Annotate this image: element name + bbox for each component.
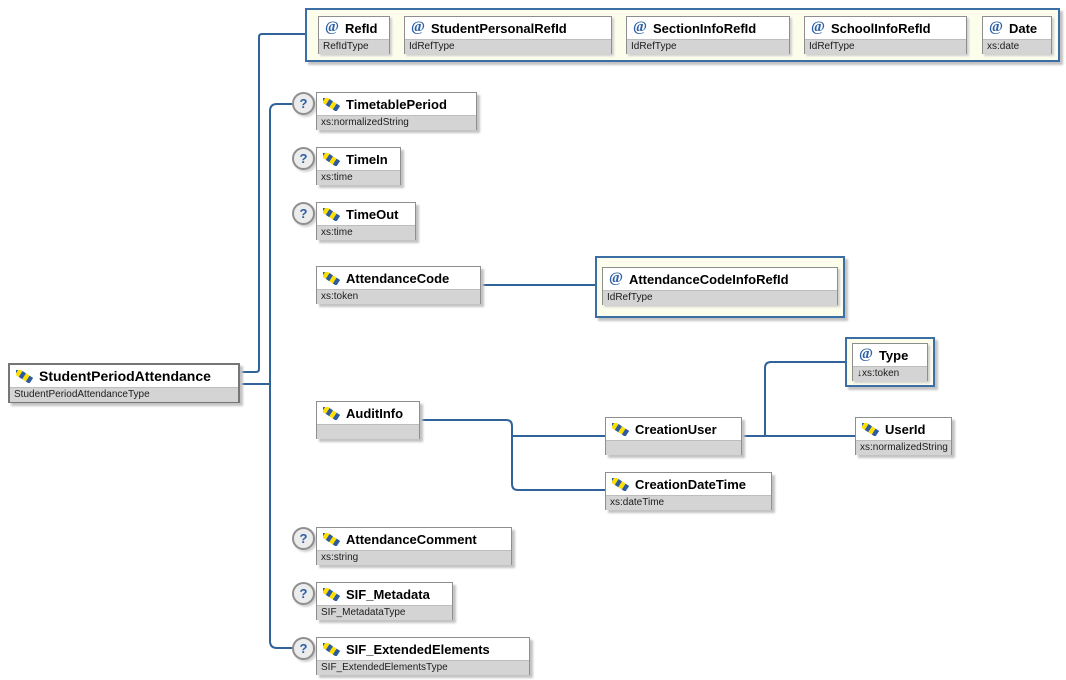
connector-auditinfo-tree <box>420 419 605 491</box>
element-icon <box>323 97 340 111</box>
element-type <box>606 440 741 455</box>
creationuser-attribute-container: @ Type ↓xs:token <box>845 337 935 387</box>
element-name: AttendanceCode <box>346 270 450 286</box>
element-name: StudentPeriodAttendance <box>39 368 211 384</box>
element-timetableperiod[interactable]: TimetablePeriod xs:normalizedString <box>316 92 477 130</box>
element-auditinfo[interactable]: AuditInfo <box>316 401 420 439</box>
at-icon: @ <box>411 18 425 35</box>
optional-indicator-timeout: ? <box>292 202 315 225</box>
attribute-date[interactable]: @ Date xs:date <box>982 16 1052 54</box>
element-icon <box>323 587 340 601</box>
optional-indicator-timein: ? <box>292 147 315 170</box>
element-icon <box>862 422 879 436</box>
attribute-name: Date <box>1008 20 1038 36</box>
attribute-name: SchoolInfoRefId <box>830 20 931 36</box>
element-type: SIF_ExtendedElementsType <box>317 660 529 675</box>
element-name: AttendanceComment <box>346 531 477 547</box>
element-userid[interactable]: UserId xs:normalizedString <box>855 417 952 455</box>
element-timeout[interactable]: TimeOut xs:time <box>316 202 416 240</box>
element-name: TimeIn <box>346 151 388 167</box>
element-type: xs:time <box>317 170 400 185</box>
attribute-name: AttendanceCodeInfoRefId <box>628 271 789 287</box>
at-icon: @ <box>989 18 1003 35</box>
element-type: xs:normalizedString <box>856 440 951 455</box>
attribute-type: IdRefType <box>603 290 837 305</box>
attribute-studentpersonalrefid[interactable]: @ StudentPersonalRefId IdRefType <box>404 16 612 54</box>
element-name: CreationUser <box>635 421 717 437</box>
attribute-sectioninforefid[interactable]: @ SectionInfoRefId IdRefType <box>626 16 790 54</box>
element-icon <box>323 642 340 656</box>
attribute-type: RefIdType <box>319 39 389 54</box>
at-icon: @ <box>609 269 623 286</box>
attribute-type: IdRefType <box>405 39 611 54</box>
attribute-type: xs:date <box>983 39 1051 54</box>
at-icon: @ <box>325 18 339 35</box>
element-name: TimeOut <box>346 206 399 222</box>
question-icon: ? <box>299 586 308 601</box>
connector-creationuser-tree <box>742 361 855 437</box>
attribute-type: IdRefType <box>805 39 966 54</box>
at-icon: @ <box>811 18 825 35</box>
element-type: xs:string <box>317 550 511 565</box>
element-icon <box>323 532 340 546</box>
question-icon: ? <box>299 151 308 166</box>
element-icon <box>323 271 340 285</box>
element-attendancecomment[interactable]: AttendanceComment xs:string <box>316 527 512 565</box>
element-attendancecode[interactable]: AttendanceCode xs:token <box>316 266 481 304</box>
at-icon: @ <box>859 345 873 362</box>
element-type: xs:time <box>317 225 415 240</box>
element-type: StudentPeriodAttendanceType <box>10 387 238 402</box>
element-name: TimetablePeriod <box>346 96 447 112</box>
element-name: UserId <box>885 421 926 437</box>
attribute-type[interactable]: @ Type ↓xs:token <box>852 343 928 381</box>
element-type: xs:normalizedString <box>317 115 476 130</box>
element-sifmetadata[interactable]: SIF_Metadata SIF_MetadataType <box>316 582 453 620</box>
attribute-name: StudentPersonalRefId <box>430 20 567 36</box>
element-name: SIF_Metadata <box>346 586 430 602</box>
question-icon: ? <box>299 96 308 111</box>
optional-indicator-timetableperiod: ? <box>292 92 315 115</box>
attribute-name: RefId <box>344 20 378 36</box>
optional-indicator-sifextendedelements: ? <box>292 637 315 660</box>
element-studentperiodattendance[interactable]: StudentPeriodAttendance StudentPeriodAtt… <box>8 363 240 403</box>
question-icon: ? <box>299 531 308 546</box>
question-icon: ? <box>299 641 308 656</box>
element-name: SIF_ExtendedElements <box>346 641 490 657</box>
attribute-name: Type <box>878 347 909 363</box>
attribute-attendancecodeinforefid[interactable]: @ AttendanceCodeInfoRefId IdRefType <box>602 267 838 305</box>
attribute-schoolinforefid[interactable]: @ SchoolInfoRefId IdRefType <box>804 16 967 54</box>
element-sifextendedelements[interactable]: SIF_ExtendedElements SIF_ExtendedElement… <box>316 637 530 675</box>
connector-root-to-children-spine <box>240 103 293 649</box>
attribute-group-container: @ RefId RefIdType @ StudentPersonalRefId I… <box>305 8 1060 62</box>
element-icon <box>16 369 33 383</box>
optional-indicator-attendancecomment: ? <box>292 527 315 550</box>
element-timein[interactable]: TimeIn xs:time <box>316 147 401 185</box>
element-type: xs:dateTime <box>606 495 771 510</box>
connector-root-to-attribute-group <box>240 33 305 373</box>
element-icon <box>323 406 340 420</box>
element-creationuser[interactable]: CreationUser <box>605 417 742 455</box>
attribute-name: SectionInfoRefId <box>652 20 757 36</box>
element-icon <box>323 207 340 221</box>
attendancecode-attribute-container: @ AttendanceCodeInfoRefId IdRefType <box>595 256 845 318</box>
element-creationdatetime[interactable]: CreationDateTime xs:dateTime <box>605 472 772 510</box>
attribute-type: IdRefType <box>627 39 789 54</box>
question-icon: ? <box>299 206 308 221</box>
element-type: SIF_MetadataType <box>317 605 452 620</box>
element-type <box>317 424 419 439</box>
optional-indicator-sifmetadata: ? <box>292 582 315 605</box>
attribute-type: ↓xs:token <box>853 366 927 381</box>
element-icon <box>612 477 629 491</box>
element-name: CreationDateTime <box>635 476 747 492</box>
attribute-refid[interactable]: @ RefId RefIdType <box>318 16 390 54</box>
at-icon: @ <box>633 18 647 35</box>
element-icon <box>612 422 629 436</box>
element-icon <box>323 152 340 166</box>
element-name: AuditInfo <box>346 405 404 421</box>
element-type: xs:token <box>317 289 480 304</box>
